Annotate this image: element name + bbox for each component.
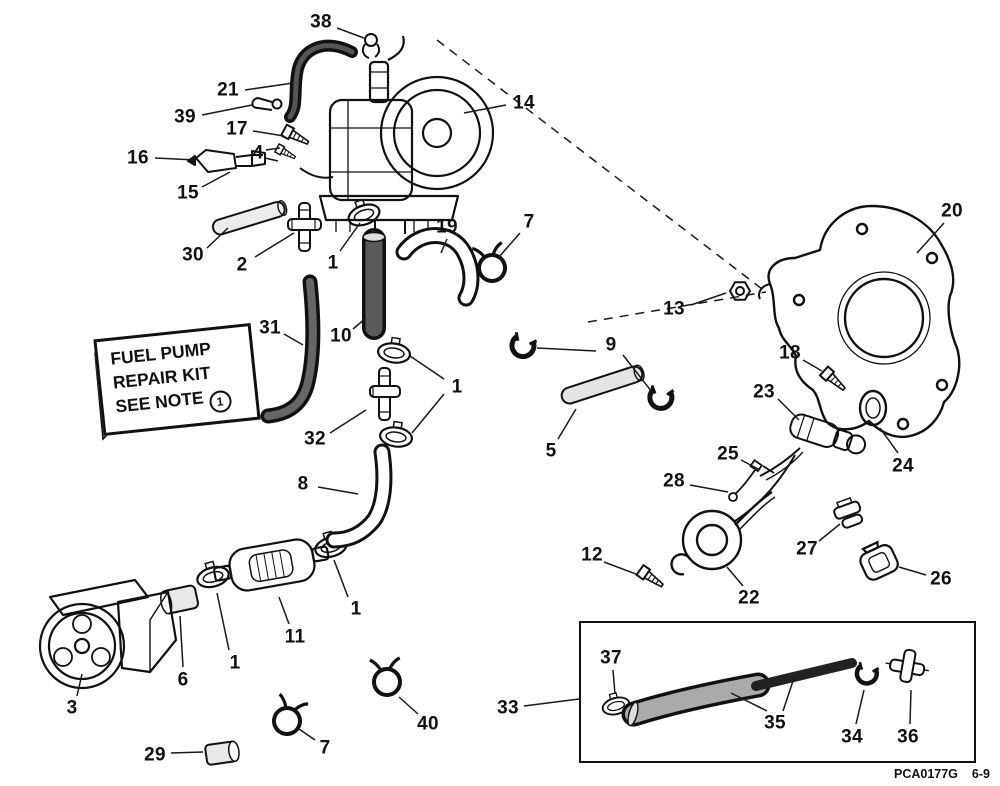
- circled-note-number: 1: [207, 389, 233, 414]
- part-fitting-39: [251, 97, 283, 111]
- part-flange-22: [670, 491, 776, 576]
- part-screw-12: [635, 564, 667, 592]
- part-hose-31: [260, 274, 321, 424]
- inset-box-33: [579, 621, 976, 763]
- part-hose-19: [395, 227, 480, 307]
- part-clip-38: [361, 33, 381, 59]
- part-screw-18: [818, 365, 850, 395]
- part-screw-17: [280, 123, 312, 149]
- part-hose-8: [325, 443, 393, 549]
- part-hose-10: [362, 228, 386, 340]
- part-tube-30: [211, 200, 288, 236]
- part-fuel-pump-14: [299, 35, 495, 234]
- part-wire-28: [728, 458, 775, 502]
- part-clamp-1: [192, 557, 233, 592]
- part-clamp-1: [375, 334, 414, 366]
- part-clip-27: [833, 496, 864, 529]
- part-tube-5: [560, 364, 645, 405]
- part-nut-13: [728, 281, 752, 301]
- part-hose-35: [621, 658, 857, 727]
- part-clamp-34: [854, 661, 880, 686]
- part-plate-20: [758, 204, 961, 439]
- part-clamp-9: [647, 385, 674, 411]
- part-bushing-29: [204, 740, 240, 766]
- part-grommet-24: [858, 389, 888, 427]
- page-number: 6-9: [971, 767, 990, 781]
- part-tfitting-32: [369, 367, 401, 421]
- part-sensor-16: [187, 149, 279, 173]
- part-wireclamp-40: [367, 654, 407, 699]
- page-footer: PCA0177G 6-9: [880, 767, 990, 781]
- dashed-alignment-lines: [436, 39, 767, 323]
- part-fitting-36: [885, 648, 929, 684]
- part-filter-11: [213, 538, 330, 592]
- figure-code: PCA0177G: [893, 767, 958, 781]
- part-hose-21: [284, 39, 358, 123]
- part-connector-26: [859, 540, 899, 581]
- part-bushing-6: [160, 584, 199, 615]
- part-clamp-9: [508, 331, 538, 360]
- part-tfitting-2: [287, 202, 322, 252]
- leader-lines: [76, 27, 945, 754]
- part-screw-4: [274, 143, 298, 163]
- part-pump-3: [38, 578, 178, 690]
- part-wire-25: [759, 447, 804, 481]
